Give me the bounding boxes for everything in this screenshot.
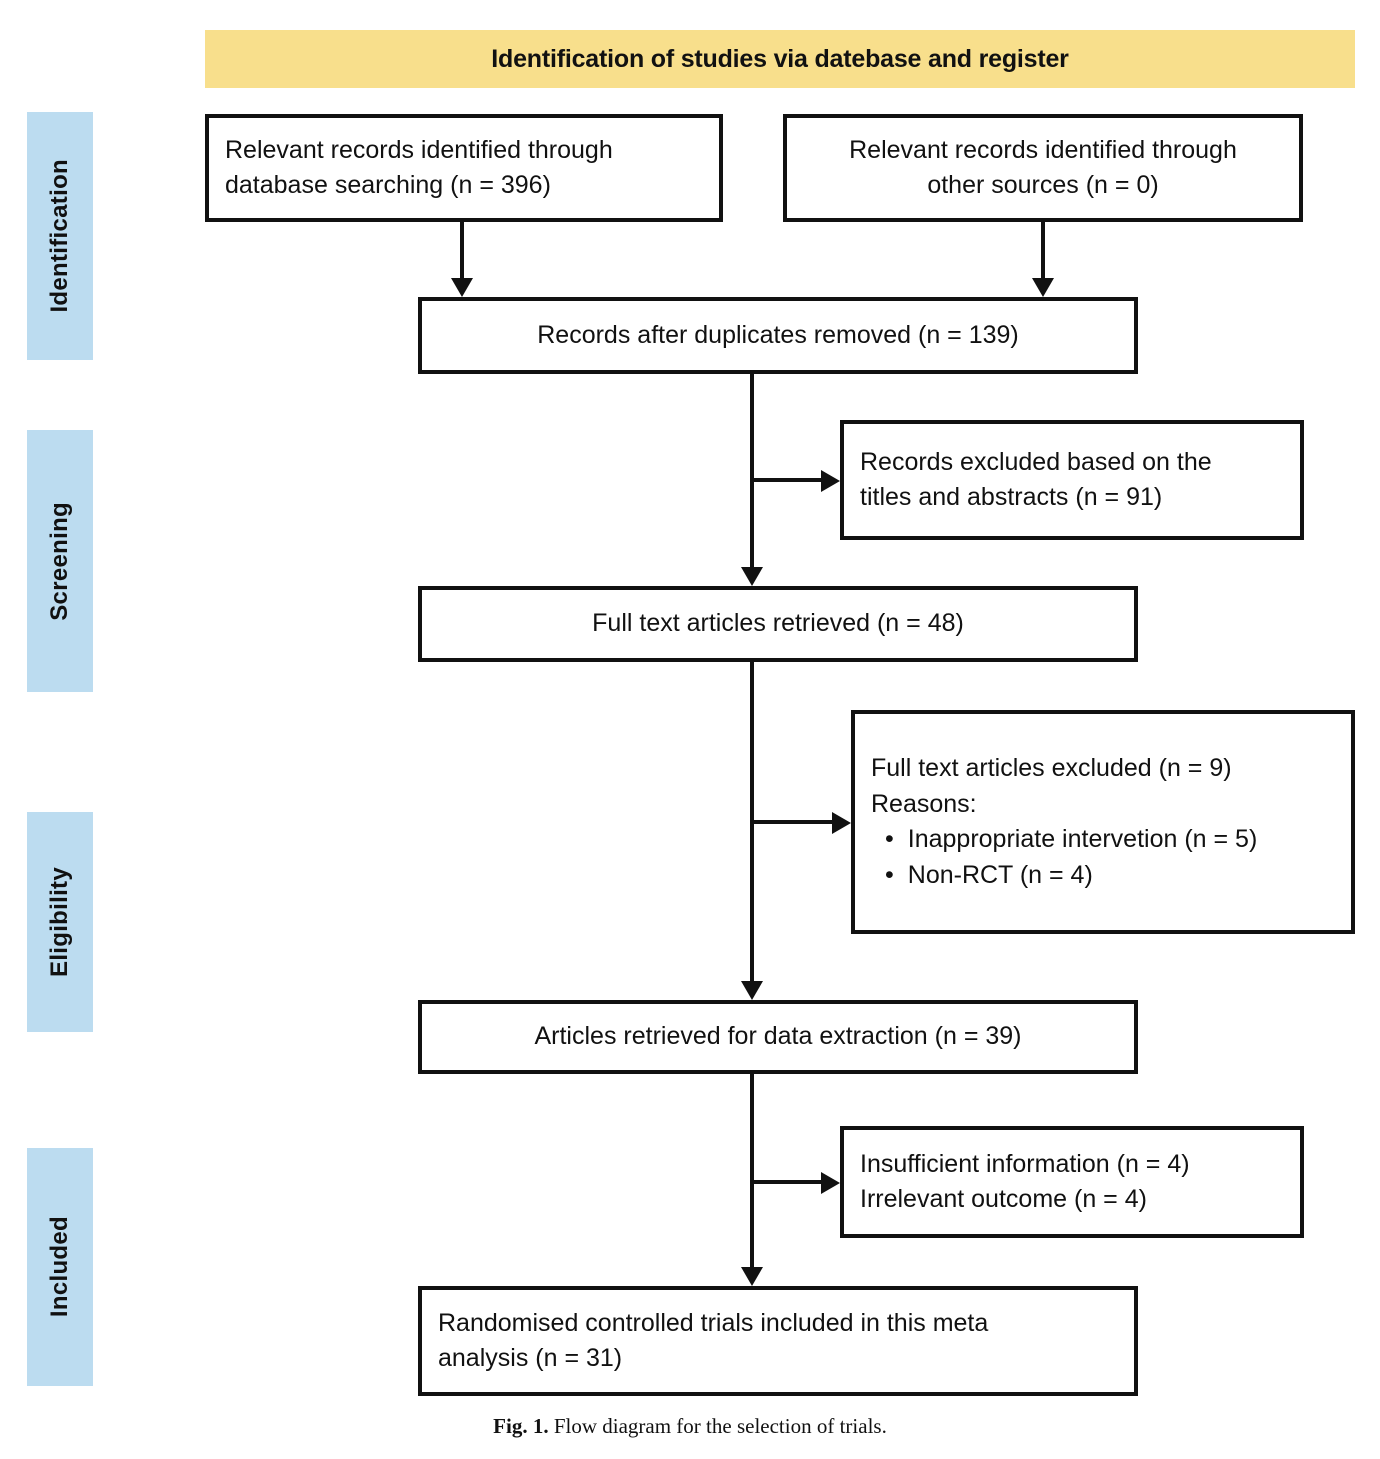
box-insufficient-information: Insufficient information (n = 4) Irrelev… — [840, 1126, 1304, 1238]
arrowhead-fulltext-to-extraction — [741, 981, 763, 1000]
arrowhead-db-to-duplicates — [451, 278, 473, 297]
list-item: • Inappropriate intervetion (n = 5) — [871, 822, 1257, 858]
stage-label-screening: Screening — [27, 430, 93, 692]
arrowhead-branch-to-excluded-titles — [821, 470, 840, 492]
diagram-title-banner: Identification of studies via datebase a… — [205, 30, 1355, 88]
stage-label-text: Eligibility — [46, 867, 73, 977]
box-line: Reasons: — [871, 789, 977, 818]
box-full-text-excluded: Full text articles excluded (n = 9) Reas… — [851, 710, 1355, 934]
connector-extraction-to-included — [750, 1074, 754, 1267]
stage-label-text: Identification — [46, 159, 73, 313]
stage-label-included: Included — [27, 1148, 93, 1386]
figure-caption-text: Flow diagram for the selection of trials… — [548, 1414, 887, 1438]
connector-other-to-duplicates — [1041, 222, 1045, 278]
list-item-label: Inappropriate intervetion (n = 5) — [907, 825, 1258, 853]
box-line: Randomised controlled trials included in… — [438, 1308, 989, 1337]
connector-branch-to-insufficient — [750, 1180, 821, 1184]
box-line: analysis (n = 31) — [438, 1344, 623, 1372]
arrowhead-other-to-duplicates — [1032, 278, 1054, 297]
box-line: Records excluded based on the — [860, 447, 1212, 476]
box-line: Relevant records identified through — [849, 135, 1237, 164]
box-line: titles and abstracts (n = 91) — [860, 483, 1163, 511]
box-excluded-titles-abstracts: Records excluded based on the titles and… — [840, 420, 1304, 540]
box-line: Articles retrieved for data extraction (… — [534, 1022, 1022, 1051]
box-line: Irrelevant outcome (n = 4) — [860, 1185, 1147, 1213]
figure-caption: Fig. 1. Flow diagram for the selection o… — [0, 1414, 1380, 1439]
box-line: Records after duplicates removed (n = 13… — [537, 320, 1019, 349]
connector-branch-to-fulltext-excluded — [750, 820, 832, 824]
bullet-icon: • — [885, 860, 894, 889]
exclusion-reasons-list: • Inappropriate intervetion (n = 5) • No… — [871, 822, 1257, 893]
connector-branch-to-excluded-titles — [750, 478, 821, 482]
figure-number: Fig. 1. — [493, 1414, 549, 1438]
stage-label-text: Included — [46, 1216, 73, 1318]
box-other-sources: Relevant records identified through othe… — [783, 114, 1303, 222]
bullet-icon: • — [885, 825, 894, 853]
box-line: database searching (n = 396) — [225, 171, 551, 199]
box-line: Full text articles excluded (n = 9) — [871, 754, 1232, 782]
box-duplicates-removed: Records after duplicates removed (n = 13… — [418, 297, 1138, 374]
box-line: other sources (n = 0) — [927, 171, 1159, 199]
stage-label-eligibility: Eligibility — [27, 812, 93, 1032]
box-line: Relevant records identified through — [225, 135, 613, 164]
connector-db-to-duplicates — [460, 222, 464, 278]
diagram-title: Identification of studies via datebase a… — [491, 44, 1069, 73]
list-item: • Non-RCT (n = 4) — [871, 858, 1257, 894]
arrowhead-extraction-to-included — [741, 1267, 763, 1286]
stage-label-text: Screening — [46, 501, 73, 621]
box-line: Insufficient information (n = 4) — [860, 1149, 1190, 1178]
box-full-text-retrieved: Full text articles retrieved (n = 48) — [418, 586, 1138, 662]
box-database-search: Relevant records identified through data… — [205, 114, 723, 222]
box-included-trials: Randomised controlled trials included in… — [418, 1286, 1138, 1396]
connector-duplicates-to-fulltext — [750, 374, 754, 567]
stage-label-identification: Identification — [27, 112, 93, 360]
list-item-label: Non-RCT (n = 4) — [907, 860, 1093, 889]
arrowhead-branch-to-insufficient — [821, 1172, 840, 1194]
box-line: Full text articles retrieved (n = 48) — [592, 609, 964, 638]
arrowhead-duplicates-to-fulltext — [741, 567, 763, 586]
arrowhead-branch-to-fulltext-excluded — [832, 812, 851, 834]
box-data-extraction: Articles retrieved for data extraction (… — [418, 1000, 1138, 1074]
